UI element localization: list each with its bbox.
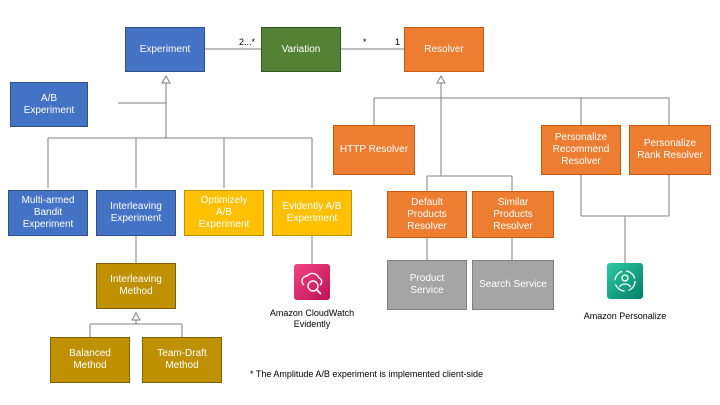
interleaving-method-box: Interleaving Method	[96, 263, 176, 309]
interleaving-experiment-box: Interleaving Experiment	[96, 190, 176, 236]
balanced-method-box: Balanced Method	[50, 337, 130, 383]
product-service-box: Product Service	[387, 260, 467, 310]
footnote: * The Amplitude A/B experiment is implem…	[250, 369, 483, 379]
resolver-box: Resolver	[404, 27, 484, 72]
search-service-box: Search Service	[472, 260, 554, 310]
personalize-rank-resolver-box: Personalize Rank Resolver	[629, 125, 711, 175]
team-draft-method-box: Team-Draft Method	[142, 337, 222, 383]
experiment-box: Experiment	[125, 27, 205, 72]
ab-experiment-box: A/B Experiment	[10, 82, 88, 127]
amazon-cloudwatch-evidently-icon	[294, 264, 330, 300]
multiplicity-experiment-variation: 2...*	[239, 37, 256, 47]
amazon-personalize-caption: Amazon Personalize	[583, 311, 667, 321]
cloudwatch-evidently-caption: Amazon CloudWatch Evidently	[269, 308, 355, 329]
multi-armed-bandit-box: Multi-armed Bandit Experiment	[8, 190, 88, 236]
default-products-resolver-box: Default Products Resolver	[387, 191, 467, 238]
http-resolver-box: HTTP Resolver	[333, 125, 415, 175]
amazon-personalize-icon	[607, 263, 643, 299]
multiplicity-resolver: 1	[395, 37, 401, 47]
variation-box: Variation	[261, 27, 341, 72]
optimizely-box: Optimizely A/B Experiment	[184, 190, 264, 236]
personalize-recommend-resolver-box: Personalize Recommend Resolver	[541, 125, 621, 175]
multiplicity-variation: *	[363, 37, 367, 47]
similar-products-resolver-box: Similar Products Resolver	[472, 191, 554, 238]
evidently-box: Evidently A/B Experiment	[272, 190, 352, 236]
